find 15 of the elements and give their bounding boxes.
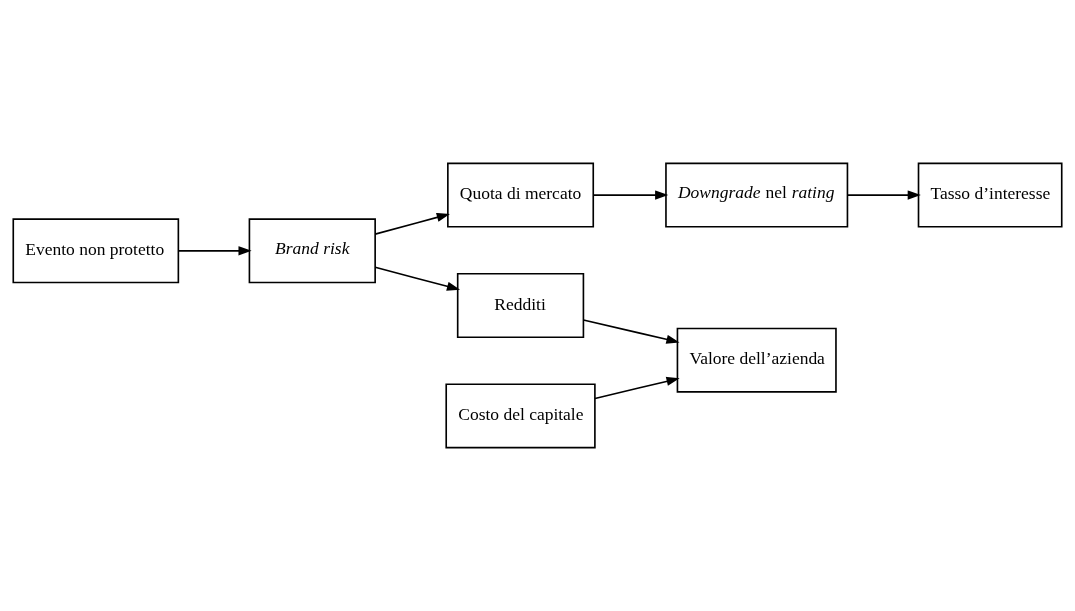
- node-box: Costo del capitale: [445, 383, 596, 449]
- node-box: Quota di mercato: [447, 162, 595, 228]
- node-box: Valore dell’azienda: [676, 327, 837, 393]
- arrow: [846, 190, 921, 200]
- arrow: [594, 376, 680, 400]
- node-box: Redditi: [456, 272, 585, 339]
- node-box: Evento non protetto: [12, 218, 180, 284]
- node-box: Brand risk: [248, 218, 376, 284]
- arrow: [374, 266, 461, 291]
- node-box: Downgrade nel rating: [665, 162, 849, 228]
- node-box: Tasso d’interesse: [917, 162, 1063, 228]
- arrow: [592, 190, 669, 200]
- arrow: [374, 212, 450, 235]
- arrow: [582, 319, 680, 344]
- arrow: [177, 246, 252, 256]
